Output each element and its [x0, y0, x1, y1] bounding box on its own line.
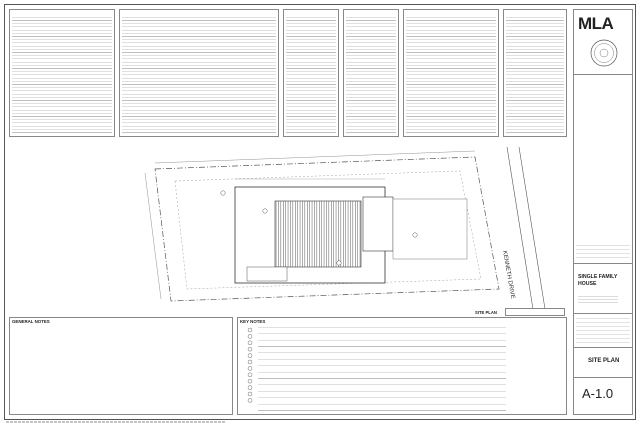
setback-line: [174, 170, 482, 290]
project-address-lines: [578, 296, 618, 304]
callout-marker: [412, 232, 418, 238]
driveway: [392, 198, 468, 260]
spec-column-3: [283, 9, 339, 137]
spec-text-lines: [346, 17, 396, 134]
key-note-markers: [247, 327, 253, 403]
drawing-sheet: KENNETH DRIVE SITE PLAN GENERAL NOTES KE…: [4, 4, 636, 420]
spec-column-1: [9, 9, 115, 137]
sheet-title: SITE PLAN: [588, 358, 620, 364]
spec-column-4: [343, 9, 399, 137]
key-notes-title: KEY NOTES: [240, 319, 266, 324]
plan-caption: SITE PLAN: [475, 310, 497, 315]
property-line: [154, 156, 500, 302]
file-path-footnote: [6, 421, 226, 423]
spec-text-lines: [286, 17, 336, 134]
firm-logo: MLA: [578, 14, 614, 33]
key-notes-lines: [258, 327, 506, 412]
porch: [246, 266, 288, 282]
sheet-number-box: A-1.0: [574, 378, 632, 416]
general-notes-title: GENERAL NOTES: [12, 319, 50, 324]
spec-column-6: [503, 9, 567, 137]
street-label: KENNETH DRIVE: [501, 250, 515, 299]
spec-text-lines: [406, 17, 496, 134]
street-curb: [506, 146, 534, 310]
dimension-line: [144, 172, 162, 300]
spec-column-5: [403, 9, 499, 137]
garage: [362, 196, 394, 252]
spec-text-lines: [12, 17, 112, 134]
project-box: SINGLE FAMILY HOUSE: [574, 264, 632, 314]
revisions-box: [574, 74, 632, 264]
sheet-info-lines: [576, 318, 630, 343]
plan-caption-box: [505, 308, 565, 316]
sheet-number: A-1.0: [582, 386, 614, 401]
callout-marker: [262, 208, 268, 214]
roof-hatch: [274, 200, 362, 268]
revision-lines: [576, 245, 630, 259]
dimension-line: [154, 150, 476, 164]
street-curb: [518, 146, 546, 310]
sheet-info-box: [574, 314, 632, 348]
callout-marker: [220, 190, 226, 196]
spec-text-lines: [506, 17, 564, 134]
sheet-title-box: SITE PLAN: [574, 348, 632, 378]
site-plan-drawing: KENNETH DRIVE: [144, 146, 546, 310]
callout-marker: [336, 260, 342, 266]
seal-icon: [590, 39, 618, 67]
spec-text-lines: [122, 17, 276, 134]
title-block: MLA SINGLE FAMILY HOUSE SITE PLAN A-1.0: [573, 9, 633, 415]
general-notes-panel: GENERAL NOTES: [9, 317, 233, 415]
key-notes-panel: KEY NOTES: [237, 317, 567, 415]
project-name-line-1: SINGLE FAMILY: [578, 274, 618, 280]
spec-column-2: [119, 9, 279, 137]
project-name-line-2: HOUSE: [578, 281, 597, 287]
